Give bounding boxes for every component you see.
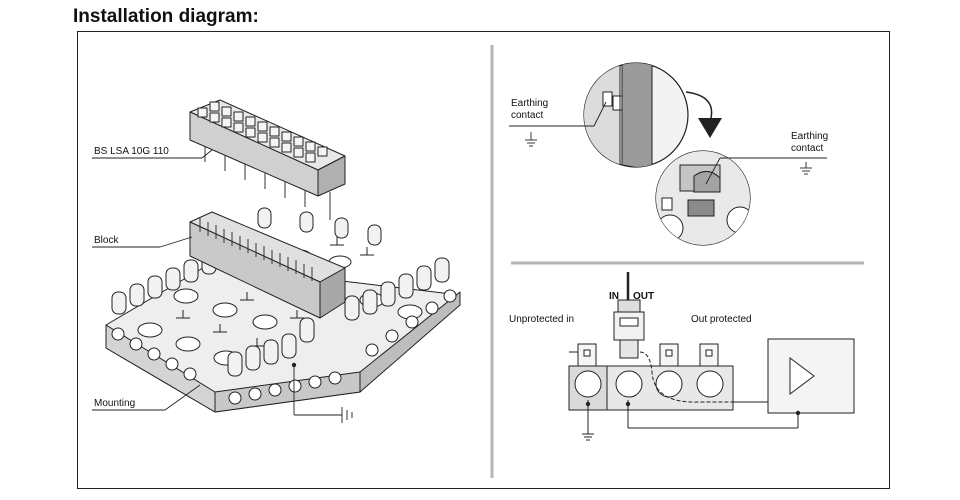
label-earthing-right-line1: Earthing xyxy=(791,131,828,142)
earthing-detail-bottom xyxy=(655,150,751,246)
left-leaders xyxy=(92,149,353,423)
label-earthing-left-line1: Earthing xyxy=(511,98,548,109)
label-bs-lsa: BS LSA 10G 110 xyxy=(94,146,169,157)
ground-point xyxy=(291,362,297,368)
label-block: Block xyxy=(94,235,119,246)
label-out: OUT xyxy=(633,291,654,302)
mounting-tray xyxy=(105,207,461,413)
label-earthing-right-line2: contact xyxy=(791,143,823,154)
earthing-detail-top xyxy=(583,62,689,168)
bs-lsa-module xyxy=(189,99,346,220)
label-unprotected-in: Unprotected in xyxy=(509,314,574,325)
label-mounting: Mounting xyxy=(94,398,135,409)
page-heading: Installation diagram: xyxy=(73,6,259,27)
diagram-frame xyxy=(77,31,890,489)
label-out-protected: Out protected xyxy=(691,314,752,325)
label-earthing-left-line2: contact xyxy=(511,110,543,121)
connection-block xyxy=(189,211,346,319)
down-arrow xyxy=(685,91,722,138)
label-in: IN xyxy=(609,291,619,302)
